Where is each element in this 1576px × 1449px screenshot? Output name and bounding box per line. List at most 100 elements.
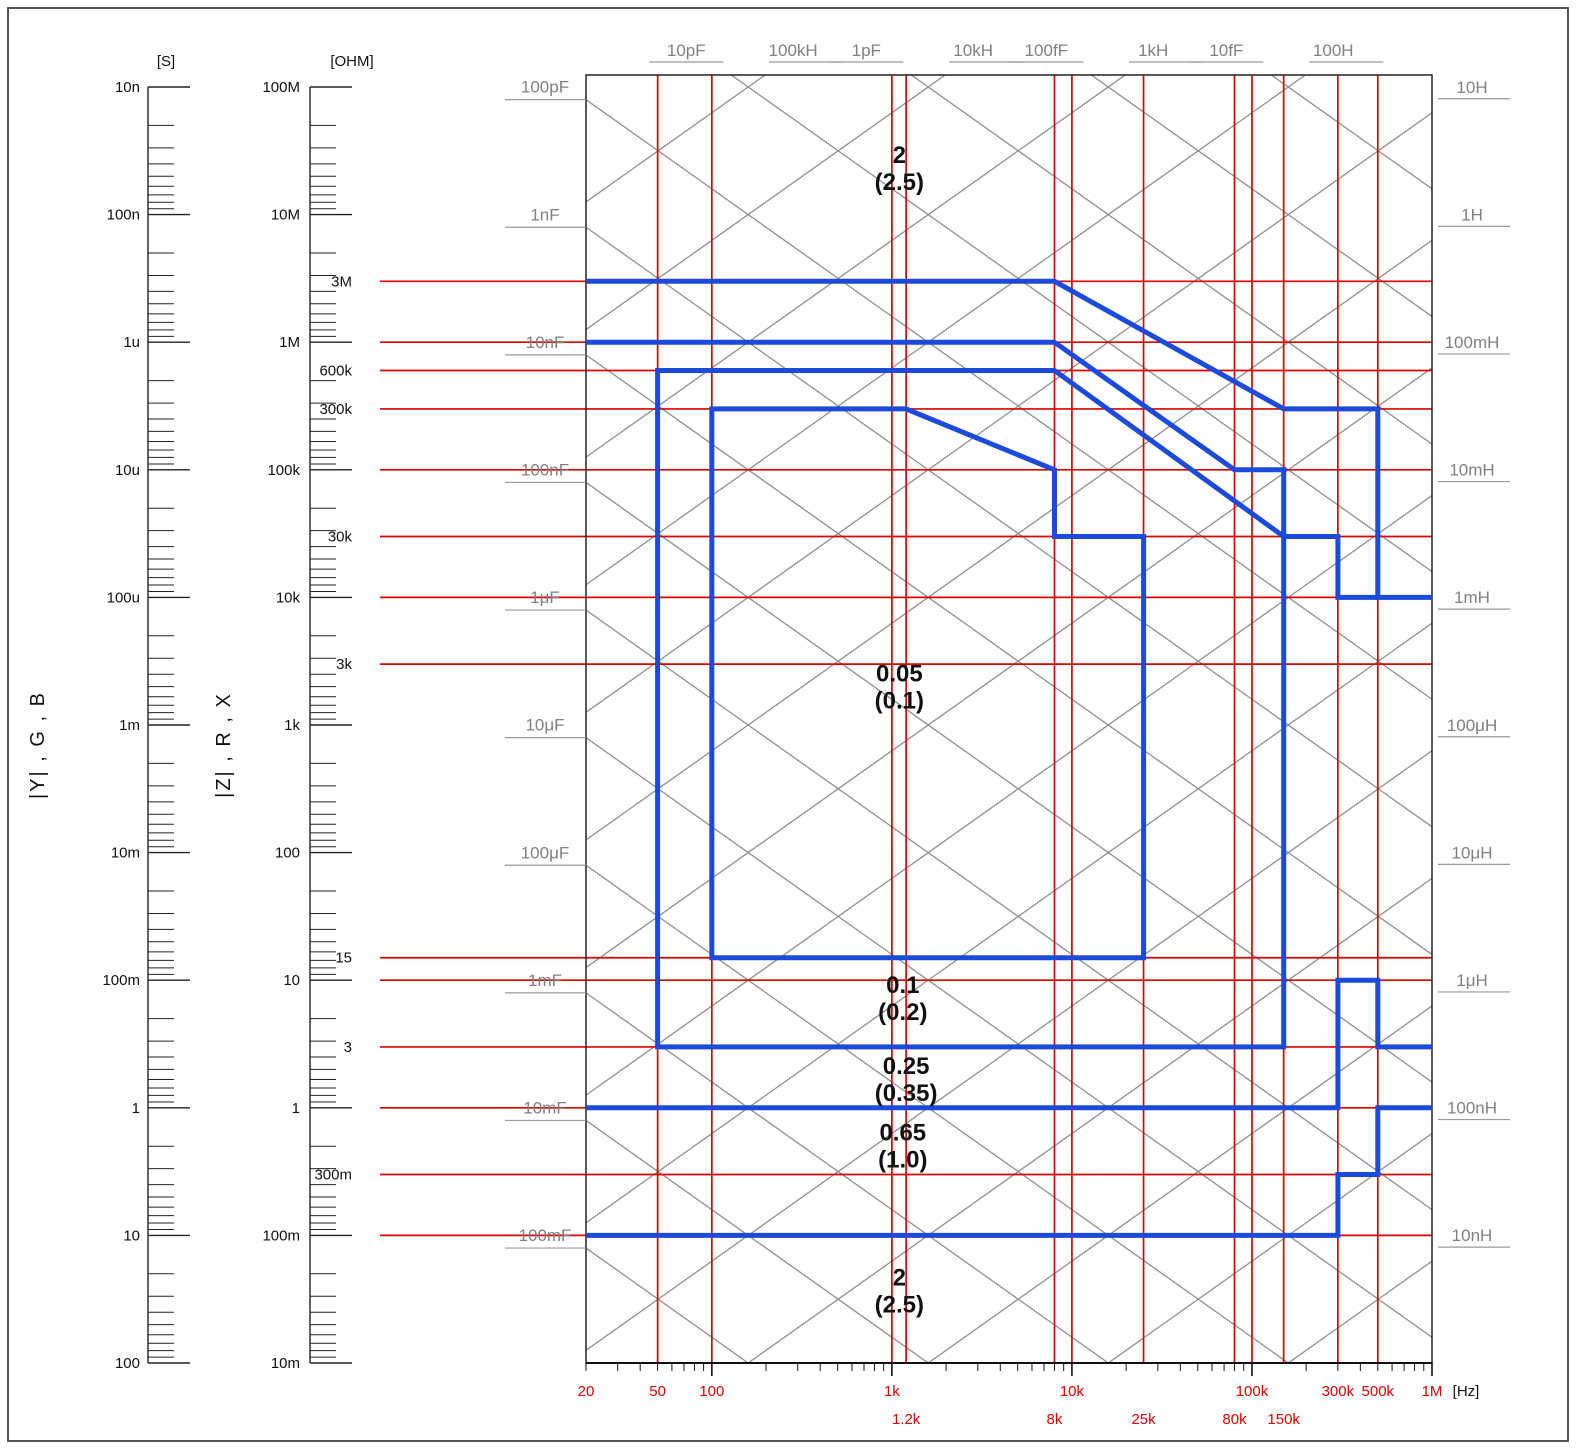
s-scale-tick-label: 100: [115, 1355, 140, 1372]
inductance-label: 10kH: [953, 41, 993, 60]
accuracy-value-paren: (0.1): [875, 687, 924, 714]
accuracy-value-paren: (2.5): [875, 169, 924, 196]
ohm-scale-tick-label: 10k: [276, 589, 301, 606]
ohm-scale-special-label: 30k: [328, 529, 353, 546]
s-scale-tick-label: 100u: [107, 589, 140, 606]
freq-tick-label: 10k: [1060, 1383, 1085, 1400]
accuracy-value: 0.05: [876, 660, 923, 687]
ohm-scale-tick-label: 10m: [271, 1355, 300, 1372]
ohm-scale-special-label: 300m: [314, 1167, 352, 1184]
s-scale-tick-label: 100m: [102, 972, 140, 989]
capacitance-label: 10pF: [667, 41, 706, 60]
inductance-label: 100μH: [1447, 716, 1497, 735]
accuracy-value-paren: (0.2): [878, 999, 927, 1026]
inductance-label: 10mH: [1449, 461, 1494, 480]
ohm-scale-tick-label: 100M: [262, 79, 300, 96]
accuracy-value-paren: (0.35): [875, 1080, 938, 1107]
s-scale-tick-label: 1m: [119, 717, 140, 734]
accuracy-value: 0.25: [883, 1053, 930, 1080]
s-scale-ruler: [147, 86, 190, 1364]
inductance-label: 100nH: [1447, 1099, 1497, 1118]
ohm-scale-tick-label: 10M: [271, 207, 300, 224]
accuracy-value: 0.65: [879, 1119, 926, 1146]
freq-unit-label: [Hz]: [1453, 1383, 1480, 1400]
inductance-label: 10μH: [1452, 843, 1493, 862]
ohm-scale-tick-label: 100k: [267, 462, 300, 479]
accuracy-region-labels: 2(2.5)0.05(0.1)0.1(0.2)0.25(0.35)0.65(1.…: [875, 142, 938, 1319]
inductance-label: 1H: [1461, 205, 1483, 224]
region-600k-to-3ohm: [655, 368, 1287, 1050]
capacitance-label: 100nF: [521, 460, 569, 479]
ohm-scale-tick-label: 100m: [262, 1227, 300, 1244]
accuracy-value-paren: (2.5): [875, 1292, 924, 1319]
ohm-scale-special-label: 3M: [331, 273, 352, 290]
inductance-label: 1mH: [1454, 588, 1490, 607]
accuracy-value: 2: [893, 1265, 906, 1292]
capacitance-label: 10nF: [526, 333, 565, 352]
accuracy-value: 0.1: [886, 972, 919, 999]
freq-band-edge-label: 25k: [1131, 1411, 1156, 1428]
capacitance-label: 100mF: [519, 1226, 572, 1245]
freq-band-edge-label: 150k: [1267, 1411, 1300, 1428]
s-scale-tick-label: 1u: [123, 334, 140, 351]
ohm-scale-tick-label: 10: [283, 972, 300, 989]
boundary-3M-high: [586, 278, 1432, 600]
scale-labels: 10n100n1u10u100u1m10m100m110100100M10M1M…: [27, 53, 374, 1372]
ohm-scale-tick-label: 1k: [284, 717, 300, 734]
outer-border: [7, 7, 1569, 1442]
ohm-scale-special-label: 600k: [319, 363, 352, 380]
ohm-scale-special-label: 3k: [336, 656, 352, 673]
freq-tick-label: 1k: [884, 1383, 900, 1400]
inductance-label: 1μH: [1456, 971, 1488, 990]
s-scale-tick-label: 10m: [111, 845, 140, 862]
ohm-scale-tick-label: 1: [292, 1100, 300, 1117]
capacitance-label: 1μF: [530, 588, 560, 607]
inductance-label: 100kH: [769, 41, 818, 60]
accuracy-value-paren: (1.0): [878, 1146, 927, 1173]
capacitance-label: 1pF: [852, 41, 881, 60]
freq-band-edge-label: 1.2k: [892, 1411, 921, 1428]
inductance-label: 10nH: [1452, 1226, 1493, 1245]
capacitance-label: 10fF: [1209, 41, 1243, 60]
capacitance-label: 100pF: [521, 78, 569, 97]
ohm-scale-special-label: 15: [335, 950, 352, 967]
freq-tick-label: 50: [649, 1383, 666, 1400]
impedance-axis-title: |Z| , R , X: [213, 692, 235, 798]
inductance-label: 1kH: [1138, 41, 1168, 60]
freq-tick-label: 1M: [1422, 1383, 1443, 1400]
freq-band-edge-label: 80k: [1222, 1411, 1247, 1428]
boundary-1M: [586, 339, 1378, 600]
admittance-axis-title: |Y| , G , B: [27, 691, 49, 799]
ohm-scale-special-label: 3: [344, 1039, 352, 1056]
s-scale-tick-label: 10u: [115, 462, 140, 479]
capacitance-label: 10μF: [525, 716, 564, 735]
freq-tick-label: 100: [699, 1383, 724, 1400]
freq-tick-label: 500k: [1362, 1383, 1395, 1400]
s-scale-tick-label: 10: [123, 1227, 140, 1244]
ohm-scale-special-label: 300k: [319, 401, 352, 418]
cl-line-labels: 10fF 100fF 1pF 10pF 100pF 1nF 10nF 100nF 1μF 10μF…: [505, 41, 1510, 1249]
capacitance-label: 100fF: [1025, 41, 1068, 60]
freq-tick-label: 100k: [1236, 1383, 1269, 1400]
accuracy-boundaries: [586, 278, 1432, 1238]
freq-tick-label: 300k: [1322, 1383, 1355, 1400]
inductance-label: 100H: [1313, 41, 1354, 60]
ohm-scale-header: [OHM]: [330, 53, 373, 70]
region-best-accuracy-300k-to-15ohm: [709, 406, 1147, 961]
boundary-1ohm: [586, 977, 1432, 1111]
boundary-100mohm: [586, 1105, 1432, 1238]
s-scale-tick-label: 1: [132, 1100, 140, 1117]
capacitance-label: 1mF: [528, 971, 562, 990]
capacitance-label: 1nF: [530, 205, 559, 224]
capacitance-label: 10mF: [523, 1098, 566, 1117]
accuracy-value: 2: [893, 142, 906, 169]
capacitance-label: 100μF: [521, 843, 570, 862]
inductance-label: 100mH: [1445, 333, 1500, 352]
freq-band-edge-label: 8k: [1047, 1411, 1063, 1428]
s-scale-header: [S]: [157, 53, 175, 70]
ohm-scale-tick-label: 1M: [279, 334, 300, 351]
frequency-axis: [585, 1362, 1433, 1376]
